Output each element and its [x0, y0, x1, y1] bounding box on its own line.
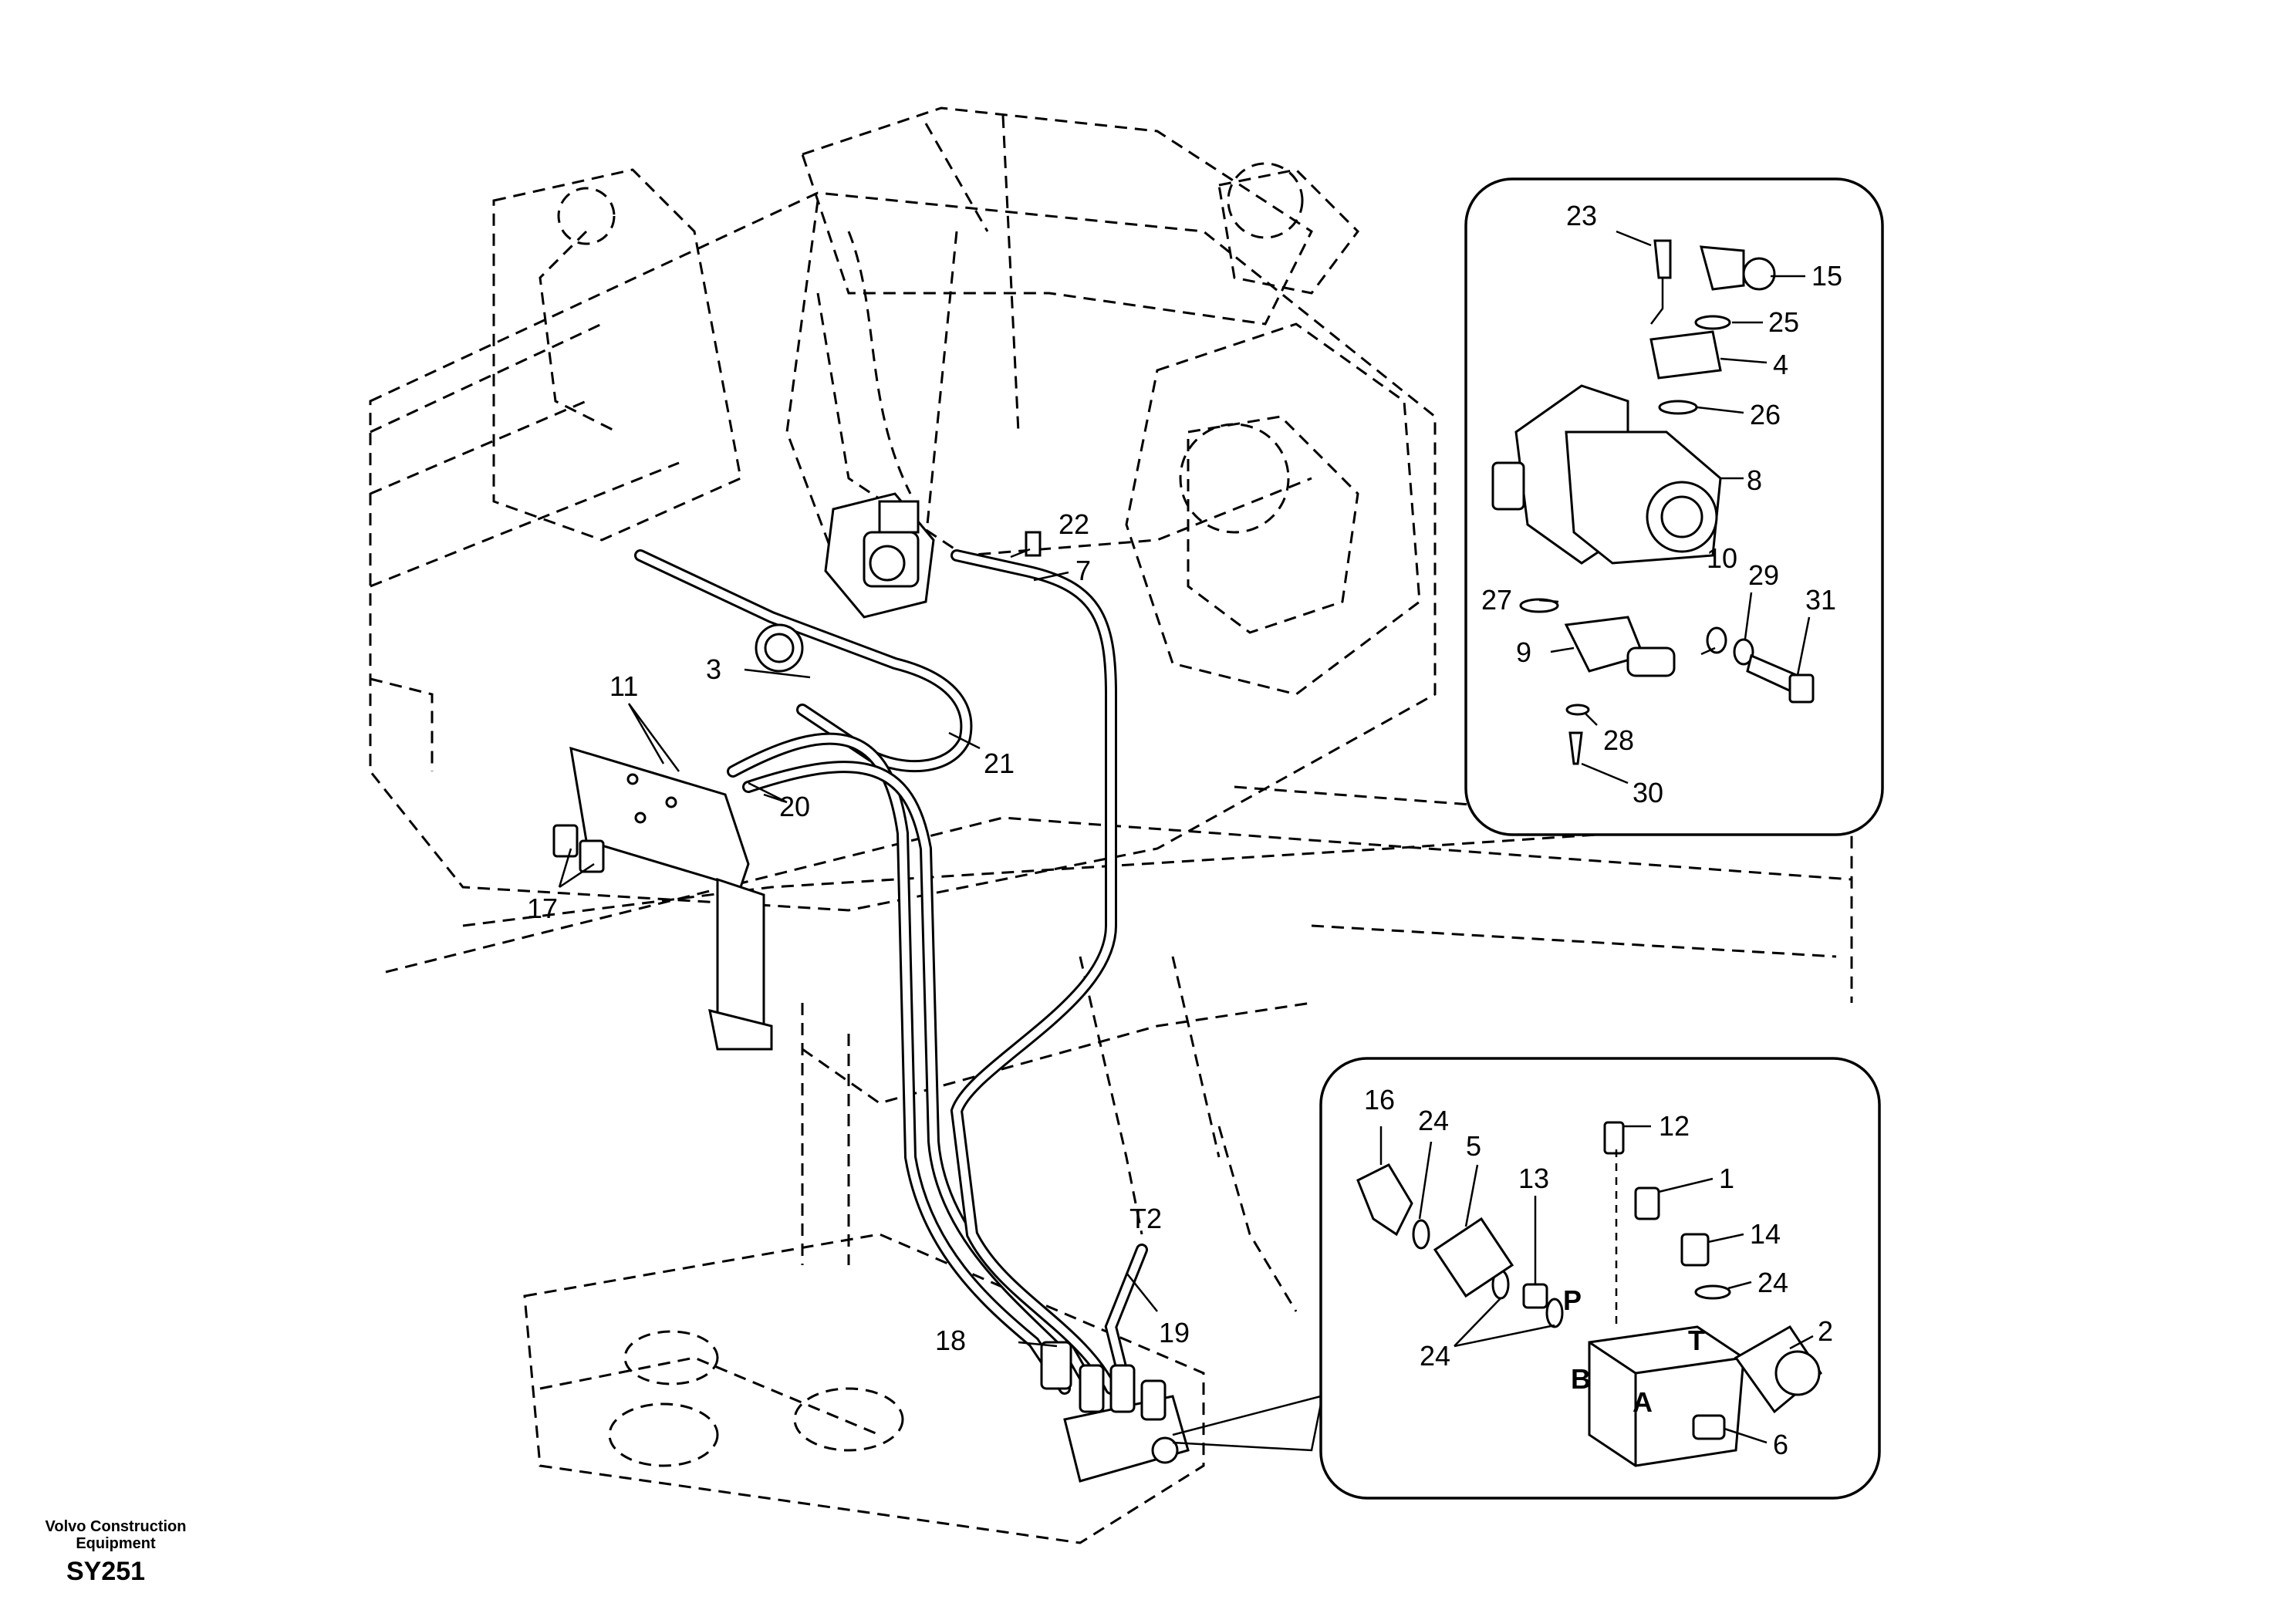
port-t: T: [1688, 1325, 1705, 1356]
callout-13: 13: [1518, 1163, 1549, 1194]
port-a: A: [1633, 1386, 1653, 1418]
inset-upper: [1464, 177, 1884, 836]
callout-labels: 22 7 3 11 21 20 17 18 19 23 15 25 4 26 8…: [527, 200, 1842, 1460]
port-labels: P T B A T2: [1129, 1203, 1705, 1418]
mounting-bracket: [552, 746, 773, 1051]
callout-24: 24: [1418, 1105, 1449, 1136]
callout-4: 4: [1773, 349, 1788, 380]
callout-1: 1: [1719, 1163, 1734, 1194]
callout-leaders: [558, 548, 1322, 1452]
footer-brand: Volvo Construction Equipment: [31, 1518, 201, 1552]
gear-pump-assembly: [755, 492, 1042, 673]
callout-19: 19: [1159, 1317, 1190, 1348]
callout-16: 16: [1364, 1084, 1395, 1115]
callout-2: 2: [1818, 1315, 1833, 1347]
callout-6: 6: [1773, 1429, 1788, 1460]
port-t2: T2: [1129, 1203, 1162, 1234]
callout-8: 8: [1747, 464, 1762, 496]
control-valve-block: [1040, 1341, 1190, 1483]
callout-20: 20: [779, 791, 810, 822]
inset-leaders: [1379, 230, 1814, 1444]
callout-14: 14: [1750, 1218, 1781, 1250]
callout-11: 11: [609, 670, 638, 702]
callout-7: 7: [1075, 555, 1091, 586]
engine-background: [369, 106, 1853, 1544]
callout-15: 15: [1811, 260, 1842, 292]
callout-10: 10: [1707, 542, 1737, 574]
callout-25: 25: [1768, 306, 1799, 338]
callout-12: 12: [1659, 1110, 1690, 1142]
callout-24c: 24: [1420, 1340, 1450, 1372]
brand-text: Volvo Construction Equipment: [45, 1518, 187, 1552]
callout-26: 26: [1750, 399, 1781, 430]
callout-17: 17: [527, 893, 558, 924]
callout-22: 22: [1059, 508, 1089, 540]
callout-30: 30: [1633, 777, 1663, 808]
callout-28: 28: [1603, 724, 1634, 756]
callout-24b: 24: [1757, 1267, 1788, 1298]
diagram-code: SY251: [66, 1557, 146, 1586]
callout-3: 3: [706, 653, 721, 685]
callout-27: 27: [1481, 584, 1512, 616]
port-b: B: [1571, 1363, 1591, 1395]
port-p: P: [1563, 1284, 1582, 1316]
callout-29: 29: [1748, 559, 1779, 591]
inset-lower: [1319, 1057, 1881, 1500]
callout-5: 5: [1466, 1130, 1481, 1162]
callout-23: 23: [1566, 200, 1597, 231]
callout-18: 18: [935, 1325, 966, 1356]
callout-31: 31: [1805, 584, 1836, 616]
callout-21: 21: [984, 748, 1015, 779]
callout-9: 9: [1516, 636, 1531, 668]
